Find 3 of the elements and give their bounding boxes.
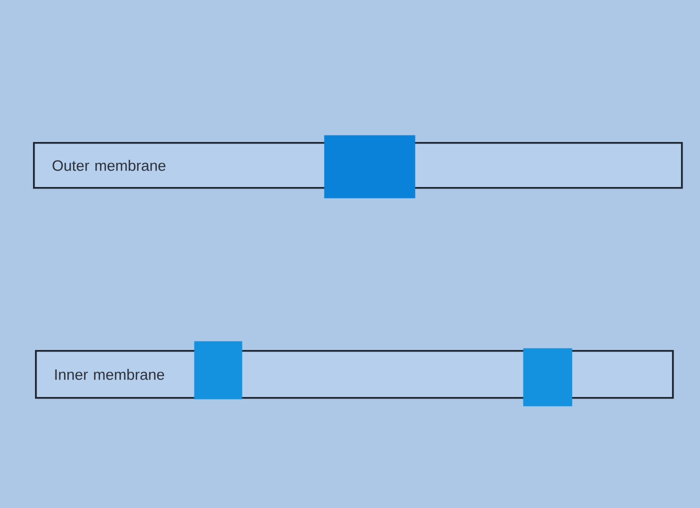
filled-block <box>523 348 572 406</box>
filled-block <box>194 341 242 400</box>
filled-block <box>324 135 416 198</box>
